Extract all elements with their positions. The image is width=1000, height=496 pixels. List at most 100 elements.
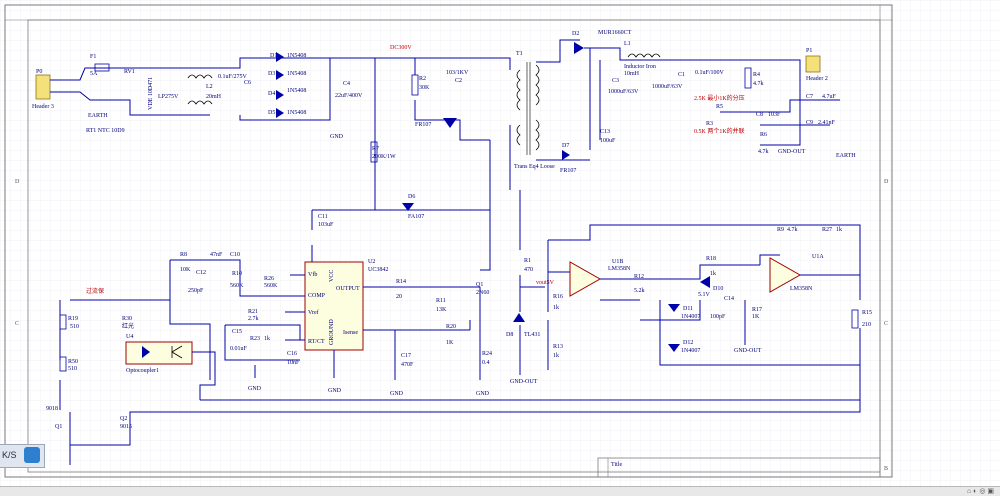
- label-fr107b: FR107: [560, 168, 576, 174]
- title-block: [597, 457, 881, 478]
- label-c12-val: 47nF: [210, 252, 223, 258]
- label-r27: R27: [822, 227, 832, 233]
- transformer-t1[interactable]: T1 Trans Eq4 Loose: [514, 51, 555, 170]
- label-c7: C7: [806, 94, 813, 100]
- label-r18-val: 1k: [710, 271, 716, 277]
- label-fa107: FA107: [408, 214, 424, 220]
- label-r23-val: 1k: [264, 336, 270, 342]
- diode-fr107[interactable]: [443, 118, 457, 128]
- label-r24: R24: [482, 351, 492, 357]
- shunt-regulator-d8[interactable]: [513, 313, 525, 322]
- label-c9-val: 2.41nF: [818, 120, 836, 126]
- row-marker-b-right: B: [884, 466, 888, 472]
- diode-d2[interactable]: D2 MUR1660CT: [572, 30, 632, 54]
- label-c5-val: 0.1uF/100V: [695, 70, 725, 76]
- label-r3: R3: [706, 121, 713, 127]
- label-c6-val: 0.1uF/275V: [218, 74, 248, 80]
- status-tray-icons[interactable]: ⌂ ◐ ◎ ▣: [966, 488, 994, 495]
- label-c7-val: 4.7uF: [822, 94, 837, 100]
- label-r4-val: 4.7k: [753, 81, 764, 87]
- label-c17: C17: [401, 353, 411, 359]
- label-earth: EARTH: [88, 113, 108, 119]
- label-gnd-1: GND: [330, 134, 344, 140]
- svg-text:1N5408: 1N5408: [287, 71, 306, 77]
- label-r13: R13: [553, 344, 563, 350]
- label-r30: R30: [122, 316, 132, 322]
- resistor-r2[interactable]: [411, 74, 419, 96]
- diode-d7[interactable]: [562, 150, 570, 160]
- status-bar: ⌂ ◐ ◎ ▣: [0, 486, 1000, 496]
- label-l2: L2: [206, 84, 213, 90]
- label-r17-val: 1K: [752, 314, 760, 320]
- label-c4: C4: [343, 81, 350, 87]
- label-c1: C1: [678, 72, 685, 78]
- label-q1b-part: 9018: [46, 406, 58, 412]
- svg-text:GROUND: GROUND: [329, 319, 335, 345]
- app-badge-label: K/S: [2, 450, 17, 460]
- diode-d6[interactable]: [402, 203, 414, 211]
- svg-text:T1: T1: [516, 51, 523, 57]
- label-q2: Q2: [120, 416, 127, 422]
- label-d7: D7: [562, 143, 569, 149]
- label-c13-val: 100uF: [600, 138, 616, 144]
- label-r50-val: 510: [68, 366, 77, 372]
- label-fuse-rating: 5A: [90, 71, 98, 77]
- zener-d10[interactable]: [700, 276, 710, 288]
- label-gnd-u2: GND: [328, 388, 342, 394]
- label-r1-val: 470: [524, 267, 533, 273]
- label-c4-val: 22uF/400V: [335, 93, 363, 99]
- opamp-u1a[interactable]: U1A LM358N: [769, 254, 824, 293]
- taskbar-app-badge[interactable]: K/S: [0, 444, 45, 468]
- resistor-r4[interactable]: [744, 67, 752, 89]
- inductor-l1[interactable]: [627, 53, 661, 58]
- label-r14: R14: [396, 279, 406, 285]
- fuse-f1[interactable]: [94, 63, 110, 72]
- led-d12[interactable]: [668, 344, 680, 352]
- label-r18: R18: [706, 256, 716, 262]
- connector-p0[interactable]: P0 Header 3: [32, 69, 54, 110]
- svg-text:P1: P1: [806, 48, 812, 54]
- label-q1b: Q1: [55, 424, 62, 430]
- label-d11: D11: [683, 306, 693, 312]
- label-q1-part: 2N60: [476, 290, 489, 296]
- label-c9: C9: [806, 120, 813, 126]
- label-r21-val: 2.7k: [248, 316, 259, 322]
- svg-text:Optocoupler1: Optocoupler1: [126, 368, 159, 374]
- label-r16: R16: [553, 294, 563, 300]
- resistor-r15[interactable]: [851, 309, 859, 329]
- label-r10-val: 560K: [230, 283, 244, 289]
- label-r9: R9: [777, 227, 784, 233]
- label-c15-val: 0.01uF: [230, 346, 248, 352]
- label-c1-val: 1000uF/63V: [652, 84, 683, 90]
- resistor-r19[interactable]: [59, 314, 67, 330]
- label-led-red: 红光: [122, 322, 134, 330]
- label-r20-val: 1K: [446, 340, 454, 346]
- label-l2-val: 20mH: [206, 94, 222, 100]
- label-d8: D8: [506, 332, 513, 338]
- label-gnd-r24: GND: [476, 391, 490, 397]
- svg-text:D1: D1: [270, 53, 277, 59]
- svg-text:MUR1660CT: MUR1660CT: [598, 30, 632, 36]
- resistor-r50[interactable]: [59, 356, 67, 372]
- ic-u2[interactable]: U2 UC3842 Vfb COMP Vref RT/CT OUTPUT Ise…: [304, 259, 388, 351]
- svg-text:D3: D3: [268, 71, 275, 77]
- resistor-r7[interactable]: [370, 141, 378, 163]
- led-d11[interactable]: [668, 304, 680, 312]
- connector-p1[interactable]: P1 Header 2: [805, 48, 828, 82]
- label-r2-val: 30K: [419, 85, 430, 91]
- label-r11: R11: [436, 298, 446, 304]
- opamp-u1b[interactable]: U1B LM358N: [569, 259, 631, 297]
- row-marker-c-right: C: [884, 321, 888, 327]
- label-c11-val: 103uF: [318, 222, 334, 228]
- label-r16-val: 1k: [553, 305, 559, 311]
- label-r20: R20: [446, 324, 456, 330]
- label-q1: Q1: [476, 282, 483, 288]
- label-c14: C14: [724, 296, 734, 302]
- bridge-rectifier[interactable]: D1 1N5408 D3 1N5408 D4 1N5408 D5 1N5408: [268, 52, 306, 118]
- label-fr107: FR107: [415, 122, 431, 128]
- optocoupler-u4[interactable]: U4 Optocoupler1: [125, 334, 193, 374]
- svg-text:1N5408: 1N5408: [287, 110, 306, 116]
- label-inductor: Inductor Iron: [624, 64, 656, 70]
- label-c15: C15: [232, 329, 242, 335]
